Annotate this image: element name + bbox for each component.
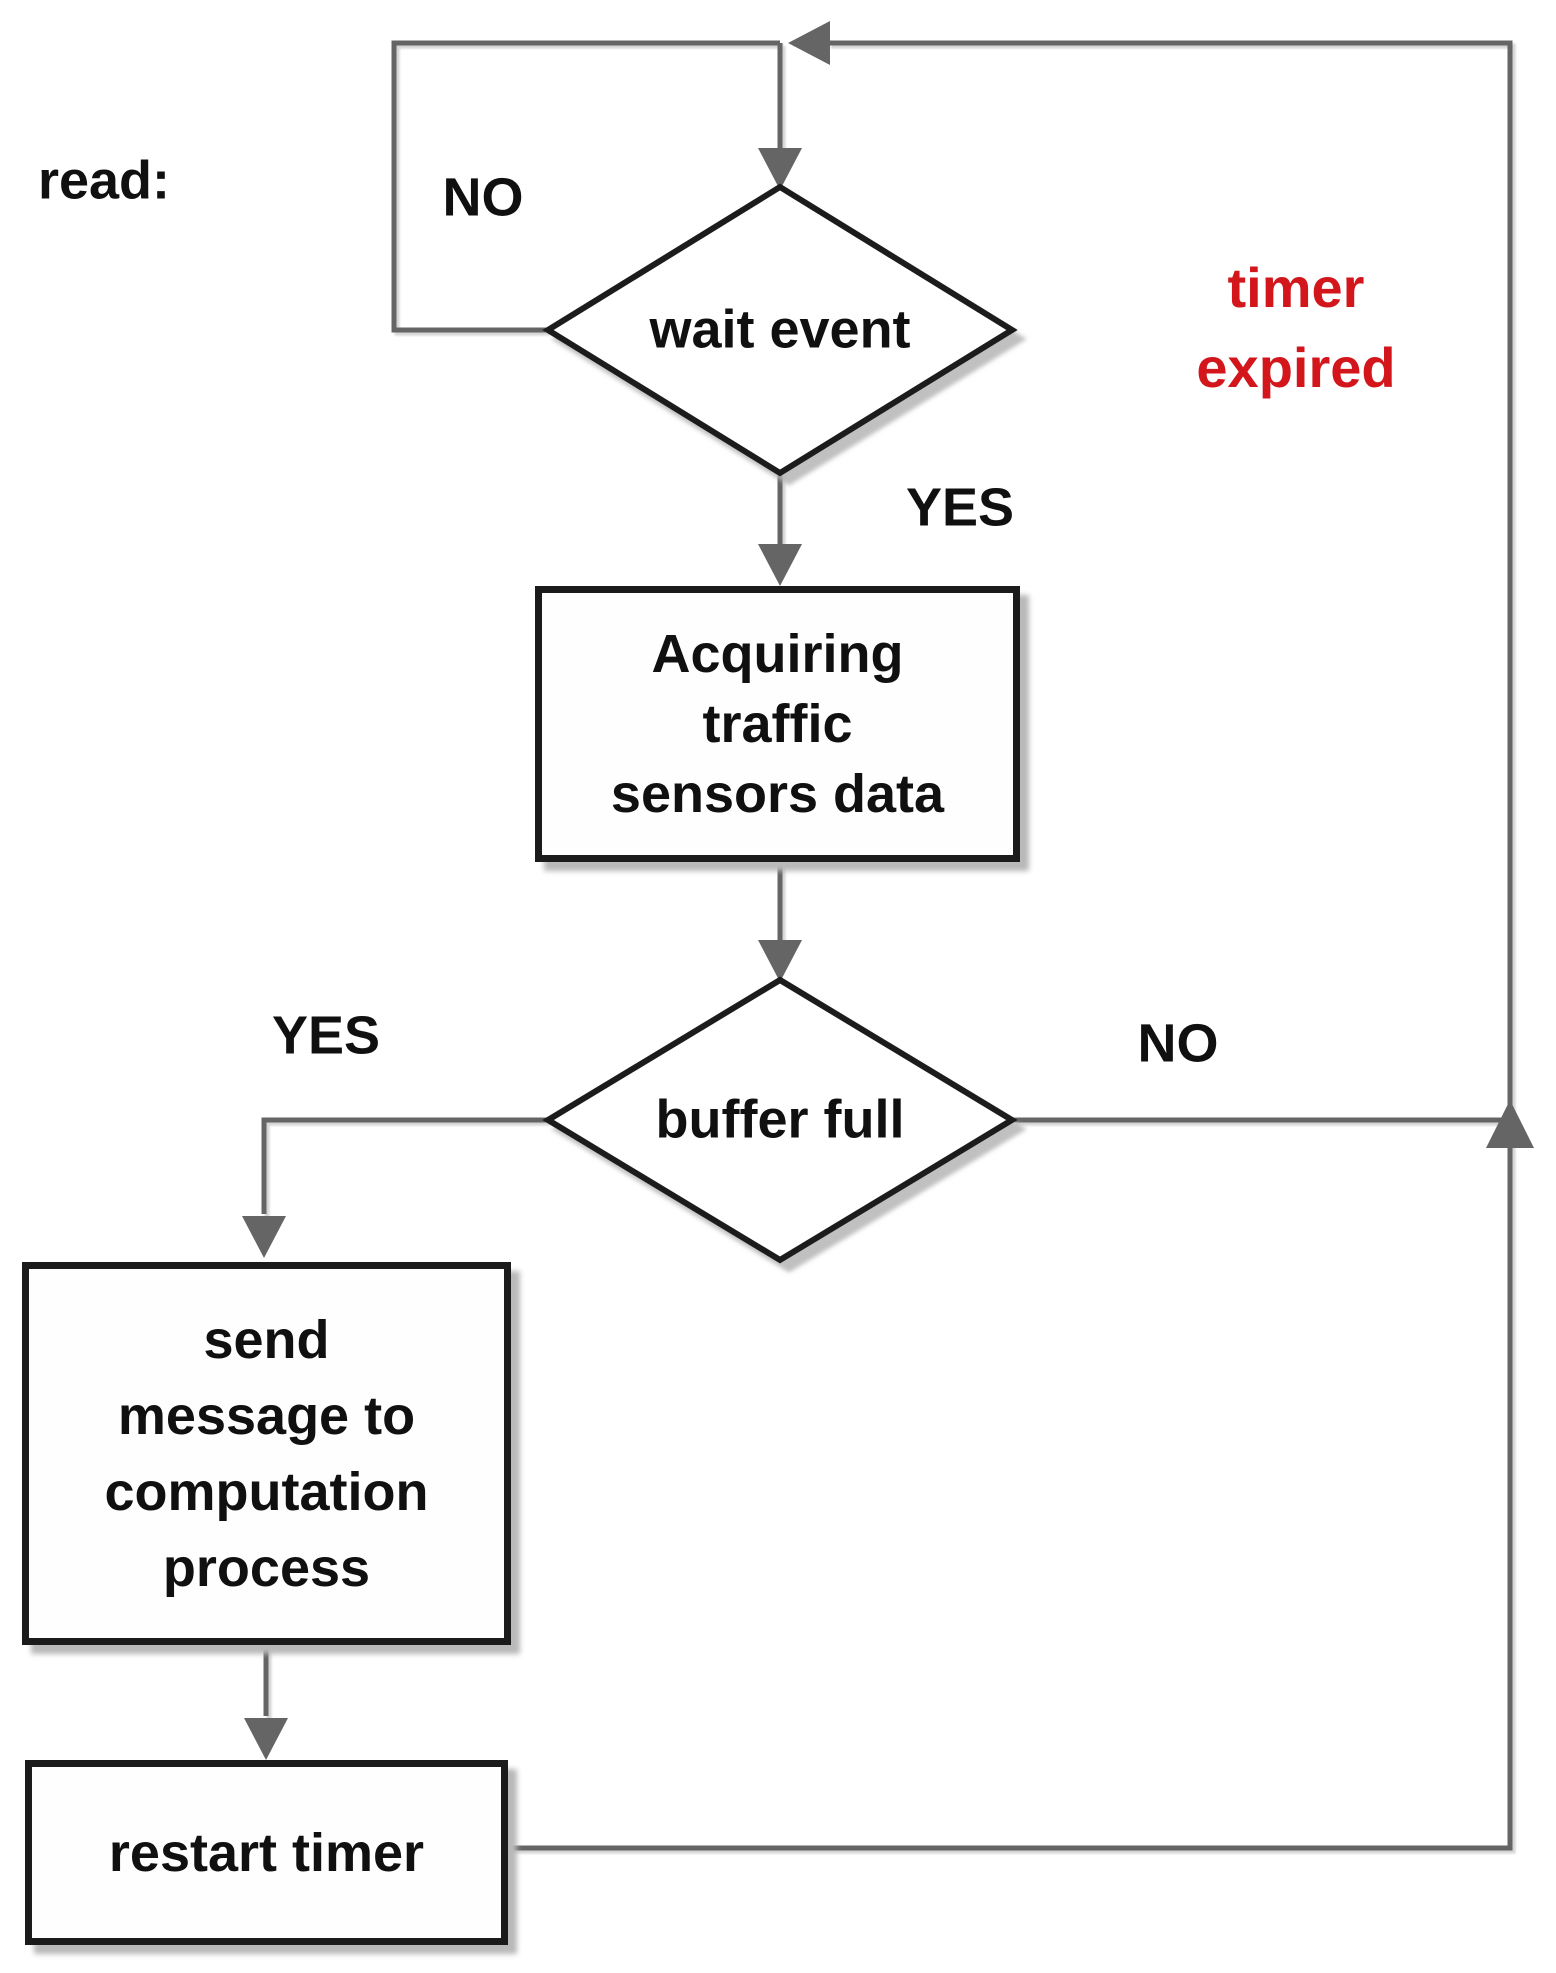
edge-buffer-yes <box>261 1117 548 1214</box>
edge-timer-loop <box>508 40 1513 1851</box>
edge-wait-no-loop <box>391 40 780 333</box>
read-annotation-label: read: <box>37 150 171 211</box>
arrowhead-into-send-message <box>242 1216 286 1258</box>
process-send-message-label: send message to computation process <box>104 1309 429 1598</box>
arrowhead-into-acquire <box>758 544 802 586</box>
process-acquire-traffic-sensors-data: Acquiring traffic sensors data <box>535 586 1020 862</box>
buffer-full-yes-label: YES <box>271 1005 381 1066</box>
arrowhead-into-buffer-full <box>758 940 802 982</box>
buffer-full-no-label: NO <box>1137 1013 1219 1074</box>
arrowhead-into-wait-event <box>758 148 802 190</box>
timer-expired-label: timer expired <box>1196 256 1396 399</box>
decision-wait-event-shape <box>542 183 1018 477</box>
arrowhead-timer-loop-left <box>788 21 830 65</box>
wait-event-yes-label: YES <box>905 477 1015 538</box>
process-acquire-label: Acquiring traffic sensors data <box>610 624 945 824</box>
wait-event-no-label: NO <box>442 167 524 228</box>
decision-buffer-full-shape <box>542 976 1018 1264</box>
process-restart-timer-label: restart timer <box>108 1822 425 1883</box>
decision-wait-event-label: wait event <box>649 299 911 360</box>
process-send-message-to-computation: send message to computation process <box>22 1262 511 1645</box>
arrowhead-buffer-no-up <box>1486 1100 1534 1148</box>
decision-buffer-full-label: buffer full <box>655 1089 905 1150</box>
process-restart-timer: restart timer <box>25 1760 508 1945</box>
arrowhead-into-restart-timer <box>244 1718 288 1760</box>
